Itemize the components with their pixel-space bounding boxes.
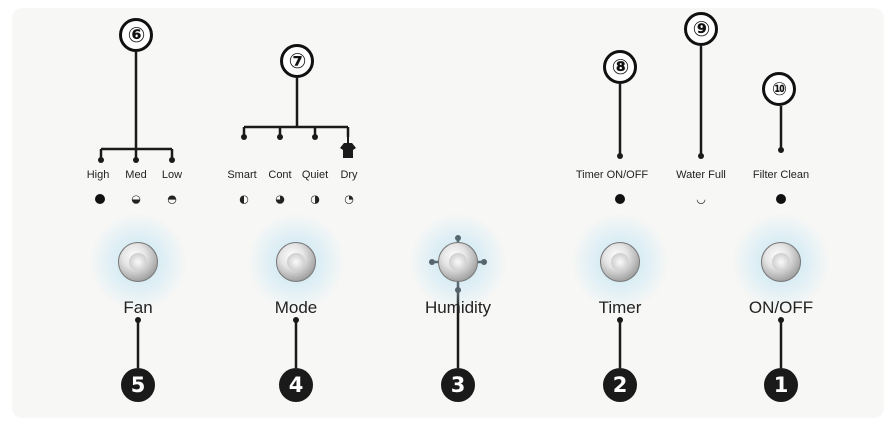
filter-dot-icon	[776, 194, 786, 204]
quiet-mode-icon: ◑	[310, 192, 320, 206]
callout-6: ⑥	[119, 18, 153, 52]
onoff-button-label: ON/OFF	[748, 298, 814, 317]
callout-4: 4	[279, 368, 313, 402]
fan-button[interactable]	[90, 214, 186, 310]
fan-speed-low-label: Low	[161, 169, 183, 181]
control-panel-background	[12, 8, 884, 418]
callout-3: 3	[441, 368, 475, 402]
filter-clean-label: Filter Clean	[752, 169, 810, 181]
humidity-knob-icon	[438, 242, 478, 282]
dry-mode-icon: ◔	[344, 192, 354, 206]
callout-8: ⑧	[603, 50, 637, 84]
cont-mode-icon: ◕	[275, 192, 285, 206]
humidity-button-label: Humidity	[424, 298, 492, 317]
high-speed-dot-icon	[95, 194, 105, 204]
timer-button[interactable]	[572, 214, 668, 310]
low-speed-icon: ◓	[167, 192, 177, 206]
callout-2: 2	[603, 368, 637, 402]
shirt-icon	[340, 137, 356, 158]
onoff-button[interactable]	[733, 214, 829, 310]
fan-button-label: Fan	[123, 298, 153, 317]
humidity-button[interactable]	[410, 214, 506, 310]
callout-9: ⑨	[684, 12, 718, 46]
callout-7: ⑦	[280, 44, 314, 78]
med-speed-icon: ◒	[131, 192, 141, 206]
water-full-icon: ◡	[696, 192, 706, 206]
timer-button-label: Timer	[598, 298, 642, 317]
onoff-knob-icon	[761, 242, 801, 282]
mode-smart-label: Smart	[227, 169, 257, 181]
callout-1: 1	[764, 368, 798, 402]
mode-quiet-label: Quiet	[301, 169, 329, 181]
mode-dry-label: Dry	[340, 169, 358, 181]
water-full-label: Water Full	[676, 169, 726, 181]
mode-knob-icon	[276, 242, 316, 282]
timer-knob-icon	[600, 242, 640, 282]
mode-cont-label: Cont	[268, 169, 292, 181]
callout-10: ⑩	[762, 72, 796, 106]
fan-speed-med-label: Med	[125, 169, 147, 181]
callout-5: 5	[121, 368, 155, 402]
mode-button-label: Mode	[274, 298, 318, 317]
smart-mode-icon: ◐	[239, 192, 249, 206]
fan-knob-icon	[118, 242, 158, 282]
fan-speed-high-label: High	[86, 169, 110, 181]
mode-button[interactable]	[248, 214, 344, 310]
timer-dot-icon	[615, 194, 625, 204]
timer-onoff-label: Timer ON/OFF	[575, 169, 649, 181]
